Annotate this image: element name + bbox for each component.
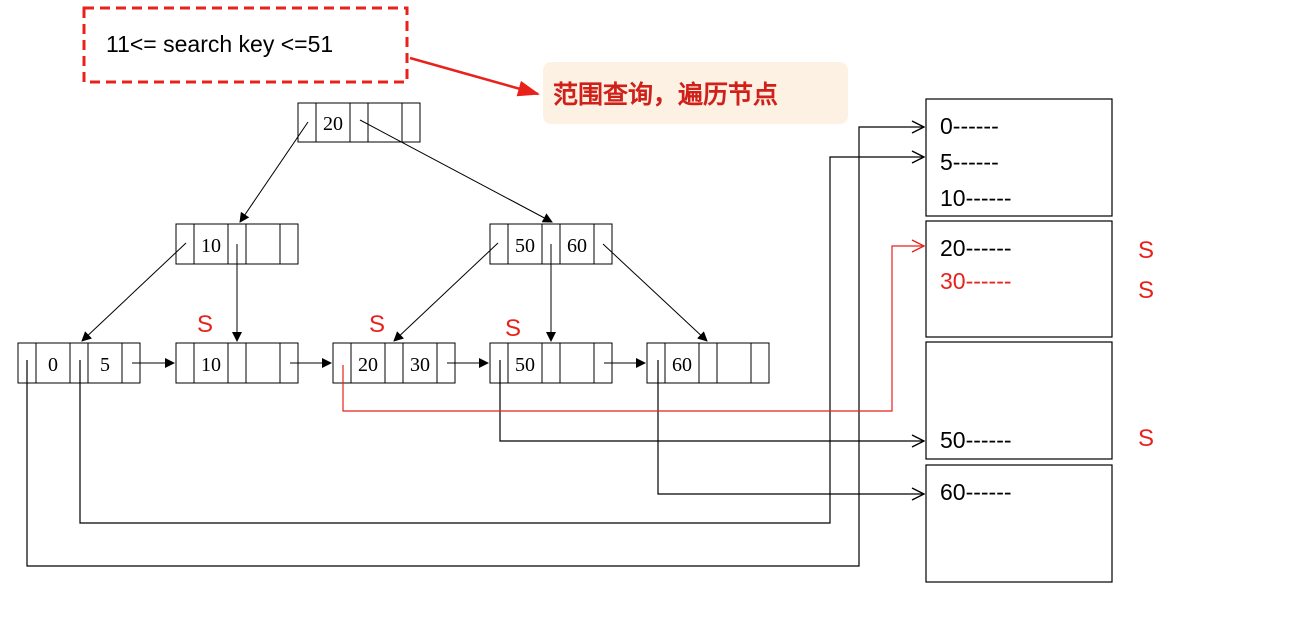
root-key-1: 20 (323, 113, 343, 135)
leaf-5-key-1: 60 (672, 354, 692, 376)
callout: 范围查询，遍历节点 (543, 62, 848, 124)
tree-leaf-5 (646, 342, 770, 384)
pointer-key-0 (26, 127, 924, 567)
data-page-4 (925, 464, 1113, 583)
callout-text: 范围查询，遍历节点 (553, 80, 778, 109)
record-lock-label-1: S (1138, 237, 1154, 264)
record-10: 10------ (940, 185, 1012, 211)
record-5: 5------ (940, 149, 999, 175)
record-20: 20------ (940, 235, 1012, 261)
leaf-lock-label-3: S (505, 315, 521, 342)
tree-leaf-1 (17, 342, 141, 384)
record-60: 60------ (940, 479, 1012, 505)
leaf-1-key-1: 0 (48, 354, 58, 376)
tree-leaf-4 (489, 342, 613, 384)
tree-leaf-2 (175, 342, 299, 384)
internal-1-key-1: 10 (201, 235, 221, 257)
query-text: 11<= search key <=51 (106, 31, 333, 57)
data-page-3 (925, 341, 1113, 460)
leaf-4-key-1: 50 (515, 354, 535, 376)
leaf-lock-label-1: S (197, 311, 213, 338)
record-50: 50------ (940, 427, 1012, 453)
internal-2-key-2: 60 (567, 235, 587, 257)
query-to-callout-arrow (409, 56, 540, 97)
record-0: 0------ (940, 113, 999, 139)
data-page-2 (925, 220, 1113, 338)
leaf-3-key-2: 30 (410, 354, 430, 376)
pointer-key-20-highlighted (342, 246, 924, 412)
data-pages (925, 98, 1113, 583)
pointer-key-50 (499, 360, 924, 441)
pointer-key-60 (657, 360, 924, 494)
leaf-2-key-1: 10 (201, 354, 221, 376)
record-lock-label-3: S (1138, 425, 1154, 452)
internal-2-key-1: 50 (515, 235, 535, 257)
leaf-lock-label-2: S (369, 311, 385, 338)
pointer-key-5 (79, 157, 924, 524)
query-box: 11<= search key <=51 (82, 6, 409, 84)
record-pointers (26, 127, 924, 567)
tree-node-root (297, 102, 421, 143)
record-30: 30------ (940, 268, 1012, 294)
tree-leaf-3 (332, 342, 456, 384)
leaf-3-key-1: 20 (358, 354, 378, 376)
record-lock-label-2: S (1138, 277, 1154, 304)
data-page-1 (925, 98, 1113, 217)
tree-edges (81, 119, 708, 342)
leaf-1-key-2: 5 (100, 354, 110, 376)
